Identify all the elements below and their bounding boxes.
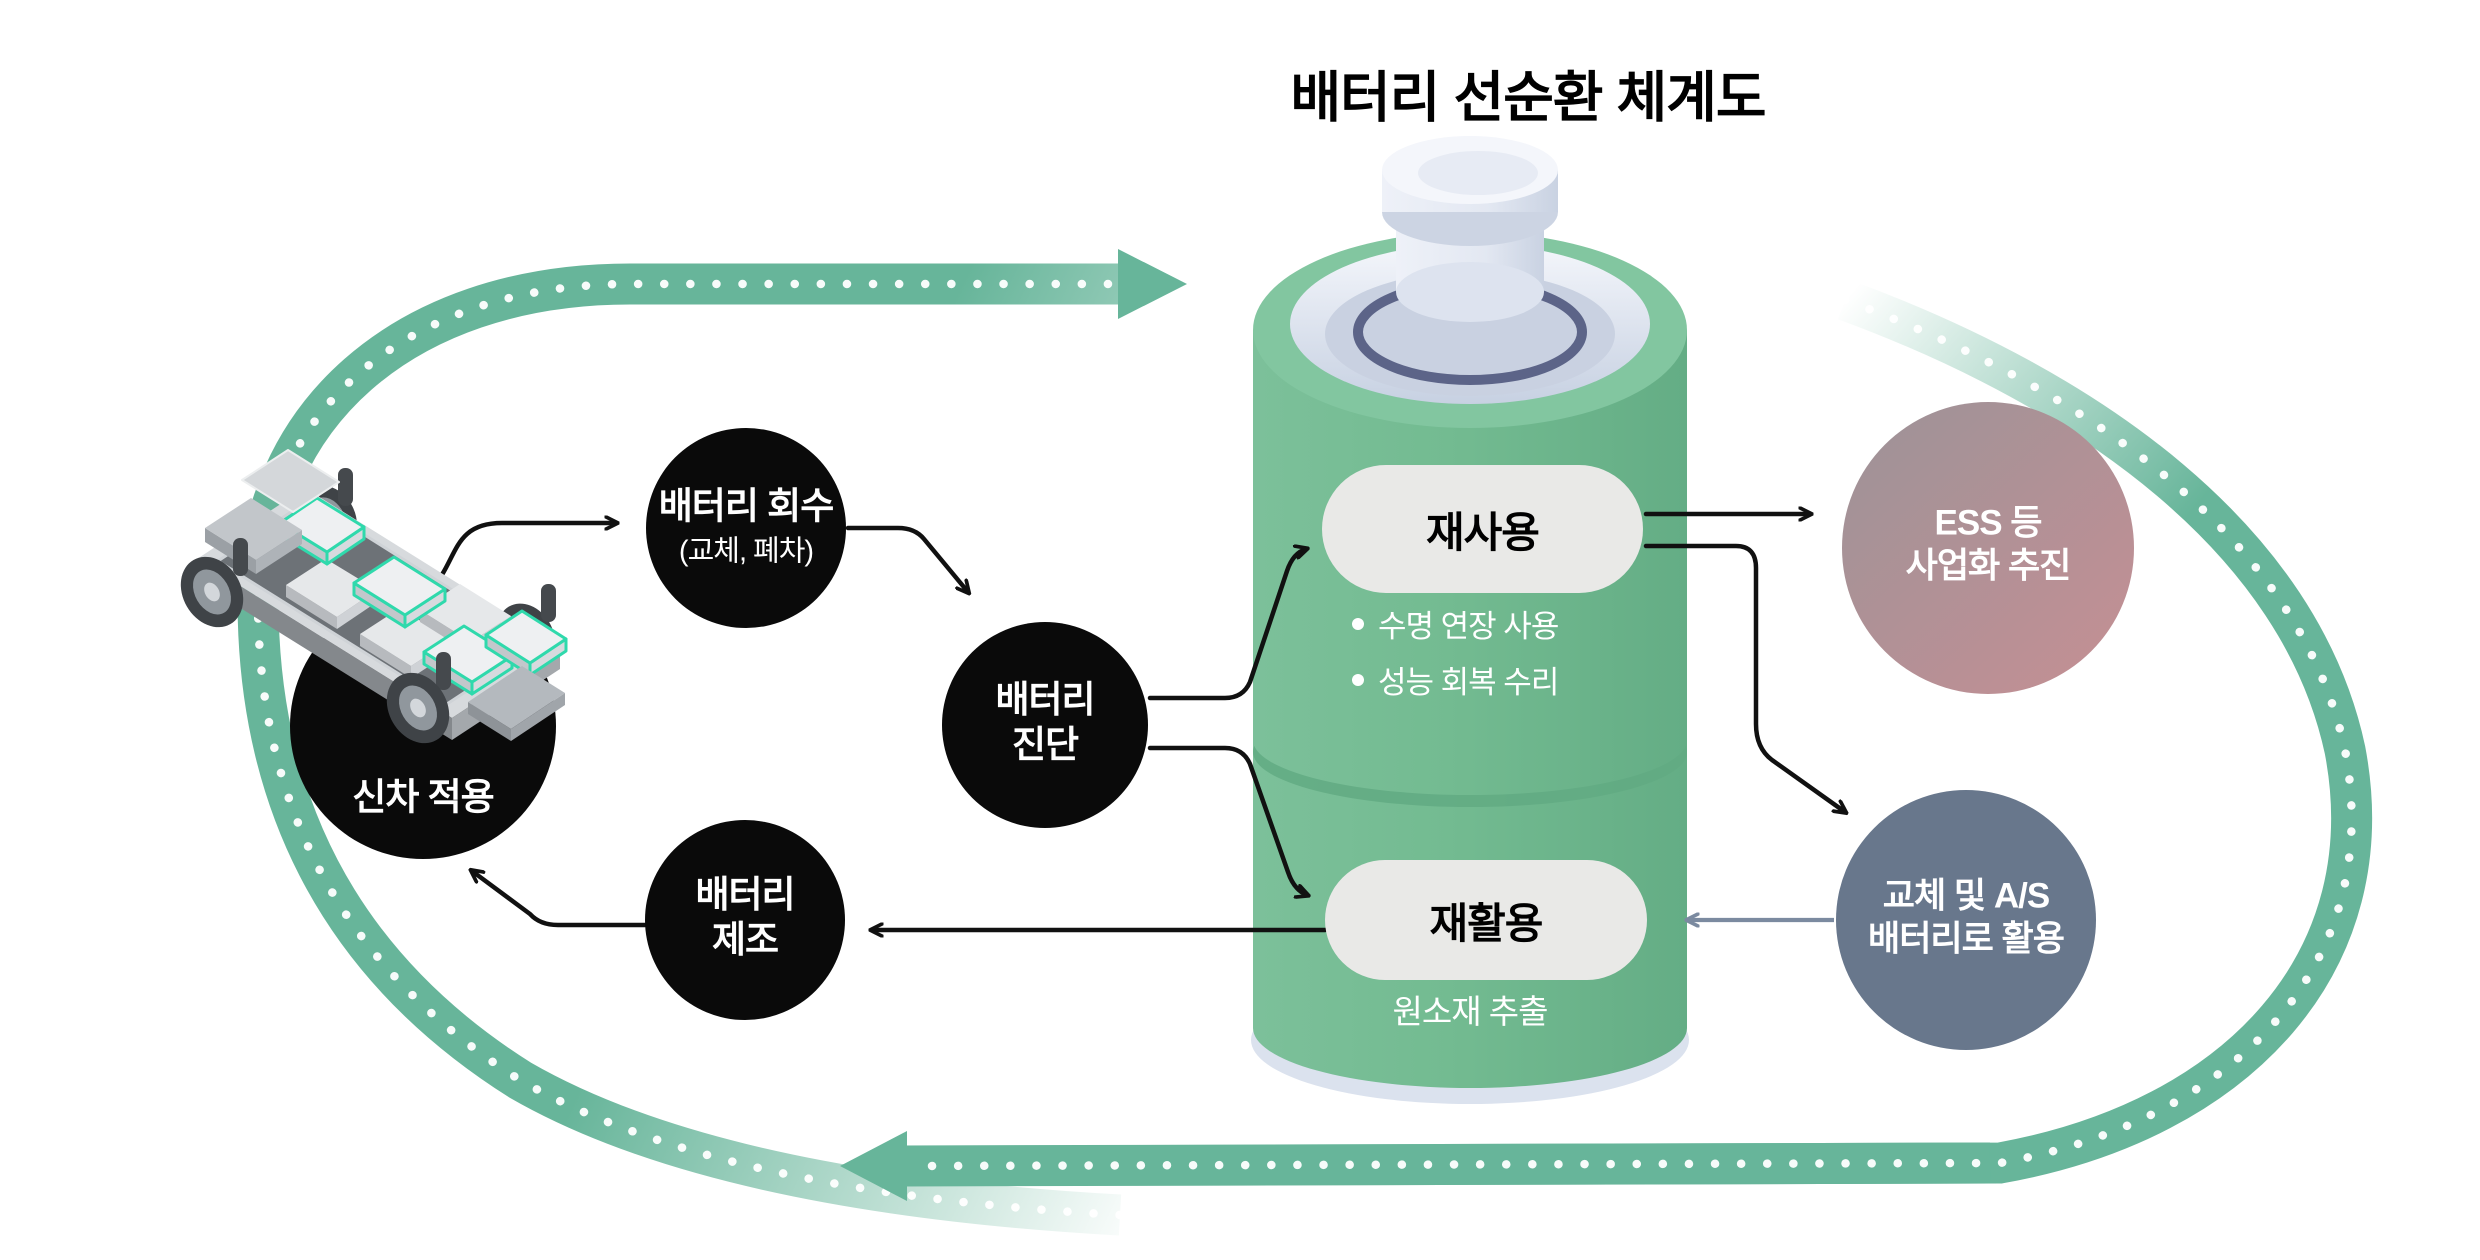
node-manufacture-circle (645, 820, 845, 1020)
node-ess-circle (1842, 402, 2134, 694)
page-title: 배터리 선순환 체계도 (1290, 66, 1767, 129)
connector-car-to-collect (429, 523, 616, 591)
reuse-pill-label: 재사용 (1426, 508, 1540, 556)
node-manufacture-label: 배터리 제조 (695, 873, 795, 960)
wheel-rear-left (386, 672, 450, 744)
recycle-pill-label: 재활용 (1429, 899, 1544, 947)
reuse-pill: 재사용 (1322, 465, 1643, 593)
list-item: 수명 연장 사용 (1352, 601, 1559, 646)
bullet-dot-icon (1352, 673, 1364, 686)
connector-diagnosis-to-reuse (1147, 549, 1306, 701)
recycle-pill: 재활용 (1325, 860, 1647, 980)
node-diagnosis-circle (942, 622, 1148, 828)
battery-illustration (1251, 136, 1689, 1104)
node-swap-circle (1836, 790, 2096, 1050)
node-ess-label: ESS 등 사업화 추진 (1905, 503, 2072, 585)
cycle-arrowhead-right (1118, 249, 1187, 319)
bullet-dot-icon (1352, 617, 1364, 630)
recycle-caption: 원소재 추출 (1392, 992, 1549, 1030)
cycle-arrowhead-left (840, 1131, 907, 1201)
cycle-arc-left (237, 249, 1187, 1236)
ev-chassis-illustration (180, 449, 568, 744)
list-item: 성능 회복 수리 (1352, 657, 1559, 702)
connector-reuse-to-swap (1643, 543, 1845, 812)
cycle-arc-right (840, 280, 2373, 1201)
connector-diagnosis-to-recycle (1147, 745, 1307, 895)
node-newcar-label: 신차 적용 (352, 776, 494, 818)
wheel-front-left (180, 556, 244, 628)
flow-connectors (429, 514, 1845, 930)
reuse-bullet-list: 수명 연장 사용 성능 회복 수리 (1352, 601, 1559, 702)
node-diagnosis-label: 배터리 진단 (995, 678, 1095, 765)
node-swap-label: 교체 및 A/S 배터리로 활용 (1868, 876, 2065, 958)
connector-manufacture-to-newcar (472, 871, 648, 928)
node-collect-subtitle: (교체, 폐차) (678, 535, 814, 568)
battery-modules (278, 496, 568, 696)
node-collect-label: 배터리 회수 (658, 485, 834, 527)
connector-collect-to-diagnosis (845, 525, 968, 592)
node-collect-circle (646, 428, 846, 628)
